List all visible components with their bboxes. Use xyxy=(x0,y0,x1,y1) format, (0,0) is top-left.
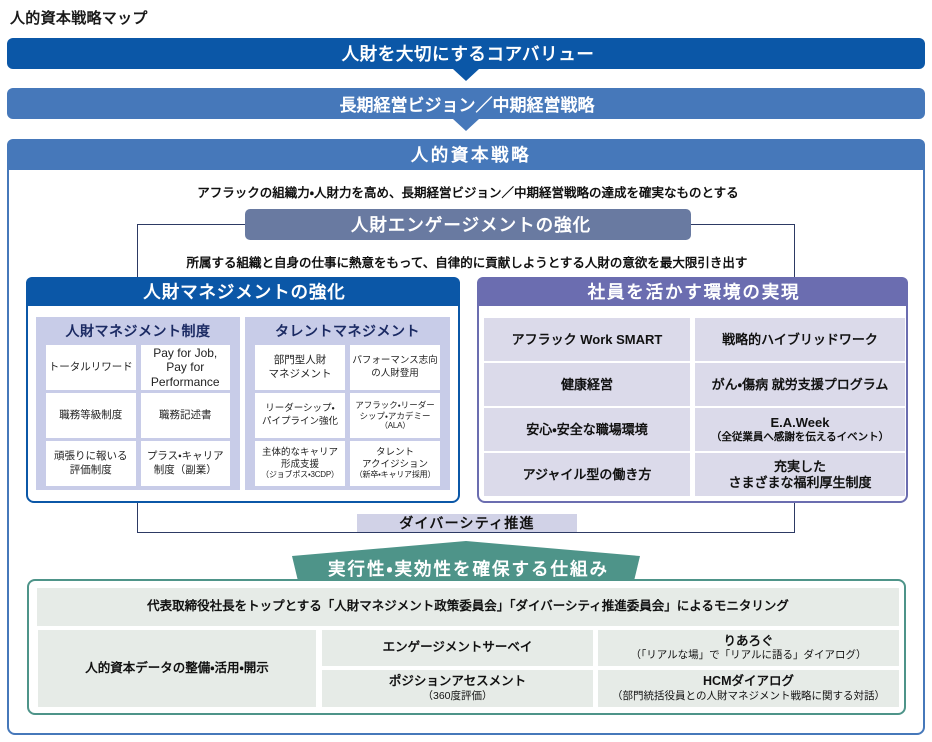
hr-system-cell: プラス・キャリア 制度（副業） xyxy=(140,441,230,486)
engagement-header: 人財エンゲージメントの強化 xyxy=(245,209,691,240)
page-title: 人的資本戦略マップ xyxy=(10,10,148,27)
talent-cell: タレント アクイジション（新卒・キャリア採用） xyxy=(350,441,440,486)
talent-panel: タレントマネジメント 部門型人財 マネジメント パフォーマンス志向 の人財登用 … xyxy=(245,317,450,490)
hr-system-panel: 人財マネジメント制度 トータルリワード Pay for Job, Pay for… xyxy=(36,317,240,490)
environment-header-label: 社員を活かす環境の実現 xyxy=(587,282,801,302)
hc-data-cell: 人的資本データの整備・活用・開示 xyxy=(38,630,316,707)
vision-label: 長期経営ビジョン／中期経営戦略 xyxy=(339,96,595,115)
environment-cell-main-label: アジャイル型の働き方 xyxy=(522,466,652,482)
environment-cell-main-label: アフラック Work SMART xyxy=(511,331,663,347)
arrow-down-icon xyxy=(453,69,479,81)
talent-grid: 部門型人財 マネジメント パフォーマンス志向 の人財登用 リーダーシップ・ パイ… xyxy=(245,345,450,486)
arrow-down-icon xyxy=(453,119,479,131)
environment-cell-main-label: がん・傷病 就労支援プログラム xyxy=(711,376,889,392)
hcm-dialog-cell: HCMダイアログ （部門統括役員との人財マネジメント戦略に関する対話） xyxy=(598,670,899,707)
environment-header: 社員を活かす環境の実現 xyxy=(477,277,908,306)
talent-cell: リーダーシップ・ パイプライン強化 xyxy=(255,393,345,438)
environment-cell: 安心・安全な職場環境 xyxy=(484,408,690,451)
environment-grid: アフラック Work SMART 戦略的ハイブリッドワーク 健康経営 がん・傷病… xyxy=(484,318,905,496)
environment-cell-main-label: 健康経営 xyxy=(560,376,613,392)
environment-cell: がん・傷病 就労支援プログラム xyxy=(695,363,905,406)
monitoring-label: 代表取締役社長をトップとする「人財マネジメント政策委員会」「ダイバーシティ推進委… xyxy=(147,599,789,614)
environment-cell-main-label: E.A.Week xyxy=(770,415,830,431)
hcm-dialog-main-label: HCMダイアログ xyxy=(703,674,794,689)
hr-system-panel-title: 人財マネジメント制度 xyxy=(65,323,211,339)
core-value-label: 人財を大切にするコアバリュー xyxy=(341,44,595,64)
realog-cell: りあろぐ （「リアルな場」で「リアルに語る」ダイアログ） xyxy=(598,630,899,666)
strategy-subtitle: アフラックの組織力・人財力を高め、長期経営ビジョン／中期経営戦略の達成を確実なも… xyxy=(197,186,739,200)
monitoring-cell: 代表取締役社長をトップとする「人財マネジメント政策委員会」「ダイバーシティ推進委… xyxy=(37,588,899,626)
realog-sub-label: （「リアルな場」で「リアルに語る」ダイアログ） xyxy=(630,649,867,662)
talent-cell-main-label: アフラック・リーダー シップ・アカデミー xyxy=(355,399,435,421)
environment-cell-main-label: 戦略的ハイブリッドワーク xyxy=(722,331,878,347)
environment-cell-main-label: 安心・安全な職場環境 xyxy=(526,421,648,437)
talent-cell: 部門型人財 マネジメント xyxy=(255,345,345,390)
talent-cell-main-label: リーダーシップ・ パイプライン強化 xyxy=(261,403,338,427)
environment-cell: アジャイル型の働き方 xyxy=(484,453,690,496)
environment-cell-main-label: 充実した さまざまな福利厚生制度 xyxy=(728,458,872,490)
position-assessment-cell: ポジションアセスメント （360度評価） xyxy=(322,670,593,707)
talent-cell-sub-label: （新卒・キャリア採用） xyxy=(354,470,436,480)
talent-cell-sub-label: （ALA） xyxy=(379,421,411,431)
engagement-header-label: 人財エンゲージメントの強化 xyxy=(350,215,592,235)
position-assessment-sub-label: （360度評価） xyxy=(422,689,493,702)
hr-system-cell: 職務記述書 xyxy=(140,393,230,438)
strategy-header: 人的資本戦略 xyxy=(7,139,925,170)
talent-cell-main-label: タレント アクイジション xyxy=(361,446,429,470)
talent-cell: アフラック・リーダー シップ・アカデミー（ALA） xyxy=(350,393,440,438)
environment-cell: E.A.Week（全従業員へ感謝を伝えるイベント） xyxy=(695,408,905,451)
environment-cell-sub-label: （全従業員へ感謝を伝えるイベント） xyxy=(710,431,890,443)
environment-cell: 戦略的ハイブリッドワーク xyxy=(695,318,905,361)
engagement-subtitle: 所属する組織と自身の仕事に熱意をもって、自律的に貢献しようとする人財の意欲を最大… xyxy=(186,256,748,270)
talent-cell-main-label: 主体的なキャリア 形成支援 xyxy=(261,446,338,470)
hr-system-cell: Pay for Job, Pay for Performance xyxy=(140,345,230,390)
hc-data-label: 人的資本データの整備・活用・開示 xyxy=(85,660,269,675)
position-assessment-main-label: ポジションアセスメント xyxy=(388,674,527,689)
environment-cell: アフラック Work SMART xyxy=(484,318,690,361)
talent-panel-title: タレントマネジメント xyxy=(275,323,420,339)
hcm-dialog-sub-label: （部門統括役員との人財マネジメント戦略に関する対話） xyxy=(612,689,885,702)
talent-cell: 主体的なキャリア 形成支援（ジョブポス・3CDP） xyxy=(255,441,345,486)
talent-cell-main-label: 部門型人財 マネジメント xyxy=(268,353,332,380)
diversity-label: ダイバーシティ推進 xyxy=(399,515,535,531)
vision-bar: 長期経営ビジョン／中期経営戦略 xyxy=(7,88,925,119)
hr-system-cell: 職務等級制度 xyxy=(46,393,136,438)
strategy-header-label: 人的資本戦略 xyxy=(410,145,532,165)
framework-banner-label: 実行性・実効性を確保する仕組み xyxy=(328,558,609,579)
hr-system-cell: トータルリワード xyxy=(46,345,136,390)
hr-system-cell: 頑張りに報いる 評価制度 xyxy=(46,441,136,486)
realog-main-label: りあろぐ xyxy=(723,633,774,648)
diversity-bar: ダイバーシティ推進 xyxy=(357,514,577,532)
talent-cell-main-label: パフォーマンス志向 の人財登用 xyxy=(352,355,438,379)
engagement-survey-main-label: エンゲージメントサーベイ xyxy=(382,640,533,655)
environment-cell: 健康経営 xyxy=(484,363,690,406)
talent-cell: パフォーマンス志向 の人財登用 xyxy=(350,345,440,390)
core-value-bar: 人財を大切にするコアバリュー xyxy=(7,38,925,69)
engagement-survey-cell: エンゲージメントサーベイ xyxy=(322,630,593,666)
hr-system-grid: トータルリワード Pay for Job, Pay for Performanc… xyxy=(36,345,240,486)
management-header: 人財マネジメントの強化 xyxy=(26,277,460,306)
talent-cell-sub-label: （ジョブポス・3CDP） xyxy=(261,470,339,480)
environment-cell: 充実した さまざまな福利厚生制度 xyxy=(695,453,905,496)
management-header-label: 人財マネジメントの強化 xyxy=(143,282,346,302)
